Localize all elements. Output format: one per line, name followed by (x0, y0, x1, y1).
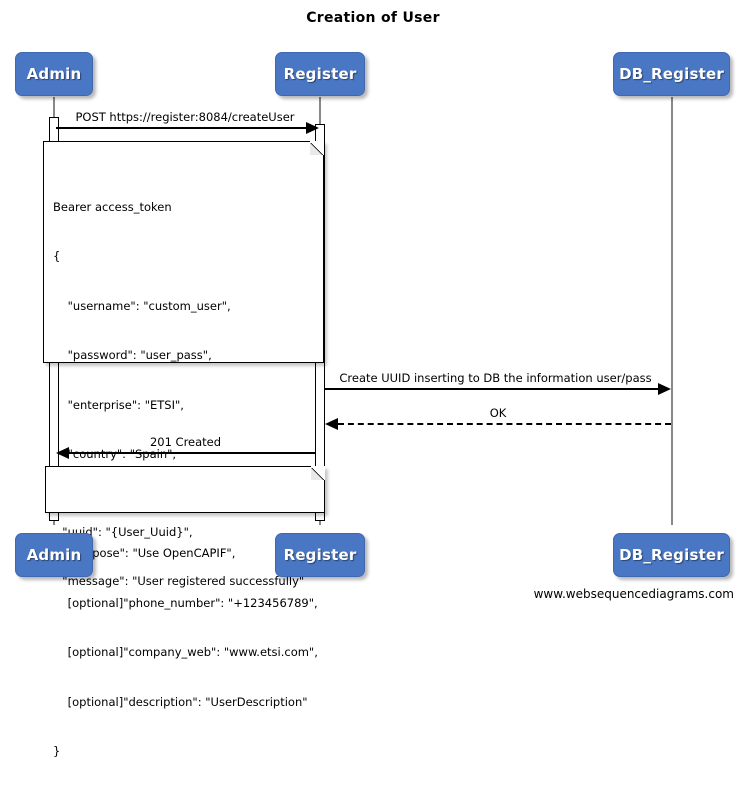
message-label-201-created: 201 Created (149, 435, 222, 449)
message-line (69, 452, 315, 454)
lifeline-db-register (671, 97, 673, 525)
note-line-3: "password": "user_pass", (53, 348, 212, 362)
note-line-5: "country": "Spain", (53, 447, 177, 461)
note-line-4: "enterprise": "ETSI", (53, 397, 184, 412)
participant-label: Register (283, 65, 357, 83)
message-label-post-create-user: POST https://register:8084/createUser (75, 110, 295, 124)
note-line-0: Bearer access_token (53, 199, 172, 214)
participant-db-register-bottom[interactable]: DB_Register (613, 533, 730, 577)
arrowhead-right-icon (306, 122, 319, 134)
participant-label: Admin (26, 546, 82, 564)
note-fold-corner-icon (310, 141, 324, 155)
arrowhead-right-icon (658, 383, 671, 395)
note-line-8: [optional]"phone_number": "+123456789", (53, 595, 318, 610)
note-line-11: } (53, 744, 61, 758)
participant-register-bottom[interactable]: Register (275, 533, 365, 577)
message-line (325, 388, 658, 390)
sequence-diagram-canvas: Creation of User Admin Register DB_Regis… (15, 10, 734, 758)
participant-label: DB_Register (619, 546, 724, 564)
footer-watermark: www.websequencediagrams.com (533, 587, 734, 601)
arrowhead-left-icon (325, 418, 338, 430)
note-line-10: [optional]"description": "UserDescriptio… (53, 694, 308, 709)
message-label-ok-response: OK (489, 406, 507, 420)
note-line-1: "message": "User registered successfully… (55, 574, 305, 588)
note-response-payload: "uuid": "{User_Uuid}", "message": "User … (45, 466, 325, 588)
note-line-2: "username": "custom_user", (53, 298, 231, 313)
page-title: Creation of User (306, 10, 440, 26)
note-request-payload: Bearer access_token { "username": "custo… (43, 141, 324, 758)
note-line-9: [optional]"company_web": "www.etsi.com", (53, 645, 318, 659)
message-line (338, 423, 671, 425)
participant-register-top[interactable]: Register (275, 52, 365, 96)
participant-label: DB_Register (619, 65, 724, 83)
participant-db-register-top[interactable]: DB_Register (613, 52, 730, 96)
message-label-create-uuid: Create UUID inserting to DB the informat… (339, 371, 652, 385)
participant-label: Admin (26, 65, 82, 83)
message-line (56, 127, 306, 129)
note-line-1: { (53, 249, 61, 263)
participant-admin-top[interactable]: Admin (15, 52, 93, 96)
participant-label: Register (283, 546, 357, 564)
note-fold-corner-icon (311, 466, 325, 480)
participant-admin-bottom[interactable]: Admin (15, 533, 93, 577)
arrowhead-left-icon (56, 447, 69, 459)
